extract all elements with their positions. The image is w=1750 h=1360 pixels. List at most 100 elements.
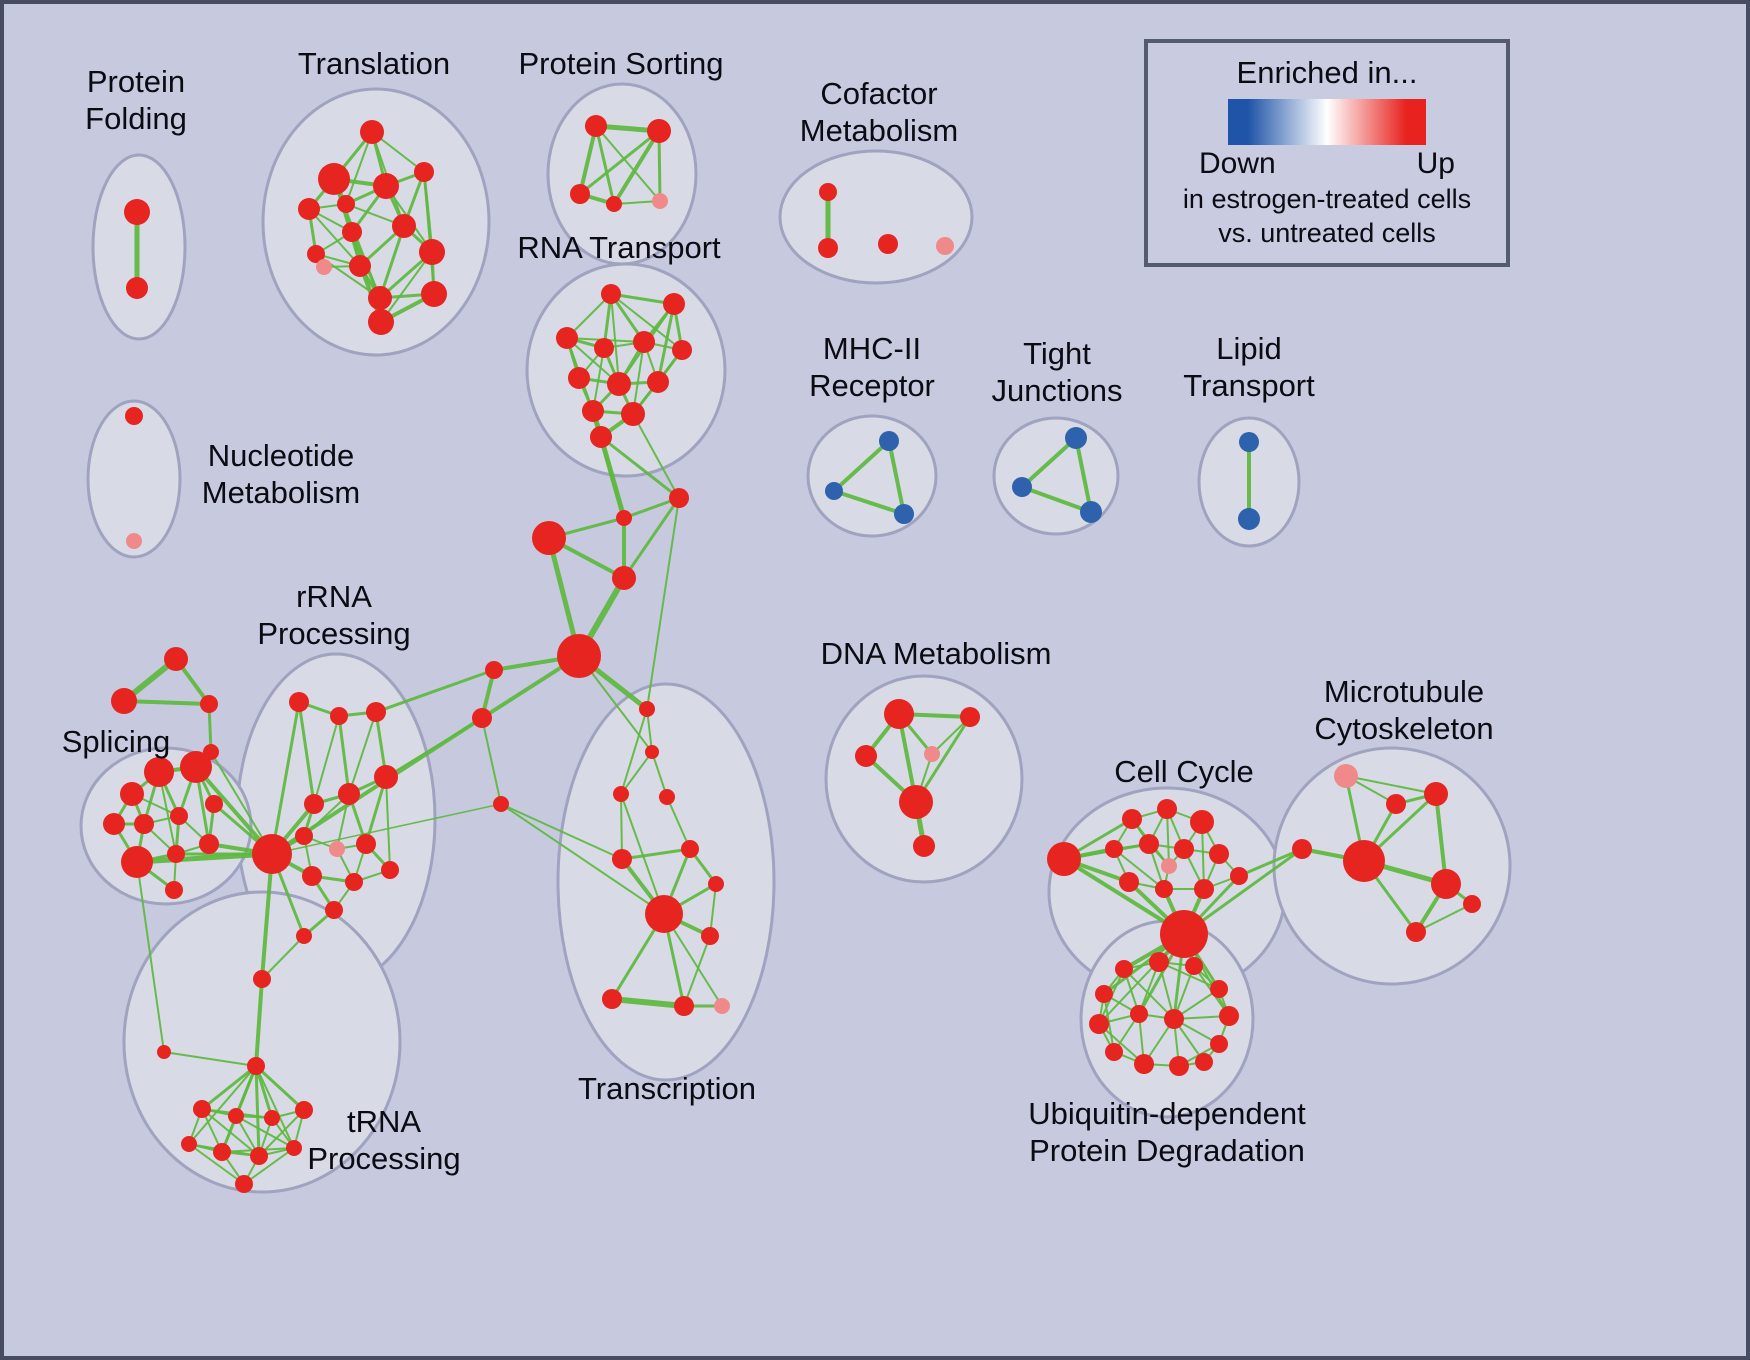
node-126[interactable] (1406, 922, 1426, 942)
node-41[interactable] (612, 566, 636, 590)
node-135[interactable] (1210, 1035, 1228, 1053)
node-36[interactable] (621, 402, 645, 426)
node-2[interactable] (360, 120, 384, 144)
node-6[interactable] (414, 162, 434, 182)
node-142[interactable] (879, 431, 899, 451)
node-14[interactable] (421, 281, 447, 307)
node-26[interactable] (601, 284, 621, 304)
node-66[interactable] (134, 814, 154, 834)
node-81[interactable] (329, 841, 345, 857)
node-107[interactable] (1122, 809, 1142, 829)
node-94[interactable] (295, 1101, 313, 1119)
node-46[interactable] (639, 701, 655, 717)
node-64[interactable] (180, 751, 212, 783)
node-52[interactable] (708, 876, 724, 892)
node-70[interactable] (167, 845, 185, 863)
node-140[interactable] (1164, 1009, 1184, 1029)
node-31[interactable] (672, 340, 692, 360)
node-72[interactable] (165, 881, 183, 899)
node-37[interactable] (590, 426, 612, 448)
node-62[interactable] (120, 782, 144, 806)
node-63[interactable] (144, 757, 174, 787)
node-146[interactable] (1012, 477, 1032, 497)
node-76[interactable] (252, 834, 292, 874)
node-123[interactable] (1292, 839, 1312, 859)
node-57[interactable] (714, 998, 730, 1014)
node-71[interactable] (199, 834, 219, 854)
node-35[interactable] (582, 400, 604, 422)
node-73[interactable] (289, 692, 309, 712)
node-106[interactable] (1047, 842, 1081, 876)
node-80[interactable] (295, 827, 313, 845)
node-4[interactable] (298, 198, 320, 220)
node-113[interactable] (1209, 844, 1229, 864)
node-103[interactable] (924, 746, 940, 762)
node-99[interactable] (235, 1175, 253, 1193)
node-9[interactable] (307, 245, 325, 263)
node-29[interactable] (594, 338, 614, 358)
node-129[interactable] (1149, 952, 1169, 972)
node-22[interactable] (819, 183, 837, 201)
node-122[interactable] (1424, 782, 1448, 806)
node-133[interactable] (1219, 1006, 1239, 1026)
node-67[interactable] (170, 807, 188, 825)
node-32[interactable] (568, 367, 590, 389)
node-104[interactable] (899, 785, 933, 819)
node-138[interactable] (1169, 1056, 1189, 1076)
node-56[interactable] (674, 996, 694, 1016)
node-93[interactable] (264, 1110, 280, 1126)
node-86[interactable] (325, 901, 343, 919)
node-16[interactable] (337, 195, 355, 213)
node-77[interactable] (304, 794, 324, 814)
node-75[interactable] (366, 702, 386, 722)
node-111[interactable] (1139, 834, 1159, 854)
node-114[interactable] (1161, 858, 1177, 874)
node-48[interactable] (613, 786, 629, 802)
node-150[interactable] (125, 407, 143, 425)
node-55[interactable] (602, 989, 622, 1009)
node-139[interactable] (1130, 1005, 1148, 1023)
node-137[interactable] (1134, 1054, 1154, 1074)
node-116[interactable] (1155, 880, 1173, 898)
node-105[interactable] (913, 835, 935, 857)
node-89[interactable] (157, 1045, 171, 1059)
node-85[interactable] (381, 861, 399, 879)
node-12[interactable] (419, 239, 445, 265)
node-58[interactable] (164, 647, 188, 671)
node-20[interactable] (606, 196, 622, 212)
node-25[interactable] (936, 237, 954, 255)
node-44[interactable] (472, 708, 492, 728)
node-18[interactable] (647, 119, 671, 143)
node-136[interactable] (1105, 1043, 1123, 1061)
node-149[interactable] (1238, 508, 1260, 530)
node-8[interactable] (392, 214, 416, 238)
node-121[interactable] (1386, 794, 1406, 814)
node-3[interactable] (318, 163, 350, 195)
node-90[interactable] (247, 1057, 265, 1075)
node-110[interactable] (1105, 840, 1123, 858)
node-23[interactable] (818, 238, 838, 258)
node-30[interactable] (633, 331, 655, 353)
node-49[interactable] (659, 789, 675, 805)
node-82[interactable] (356, 834, 376, 854)
node-54[interactable] (701, 927, 719, 945)
node-1[interactable] (126, 277, 148, 299)
node-47[interactable] (645, 745, 659, 759)
node-125[interactable] (1431, 869, 1461, 899)
node-38[interactable] (669, 488, 689, 508)
node-124[interactable] (1343, 840, 1385, 882)
node-131[interactable] (1210, 980, 1228, 998)
node-128[interactable] (1115, 960, 1133, 978)
node-40[interactable] (532, 521, 566, 555)
node-98[interactable] (286, 1140, 302, 1156)
node-19[interactable] (570, 184, 590, 204)
node-151[interactable] (126, 533, 142, 549)
node-39[interactable] (616, 510, 632, 526)
node-45[interactable] (493, 796, 509, 812)
node-69[interactable] (121, 846, 153, 878)
node-100[interactable] (884, 699, 914, 729)
node-79[interactable] (374, 765, 398, 789)
node-101[interactable] (855, 745, 877, 767)
node-145[interactable] (1065, 427, 1087, 449)
node-91[interactable] (193, 1100, 211, 1118)
